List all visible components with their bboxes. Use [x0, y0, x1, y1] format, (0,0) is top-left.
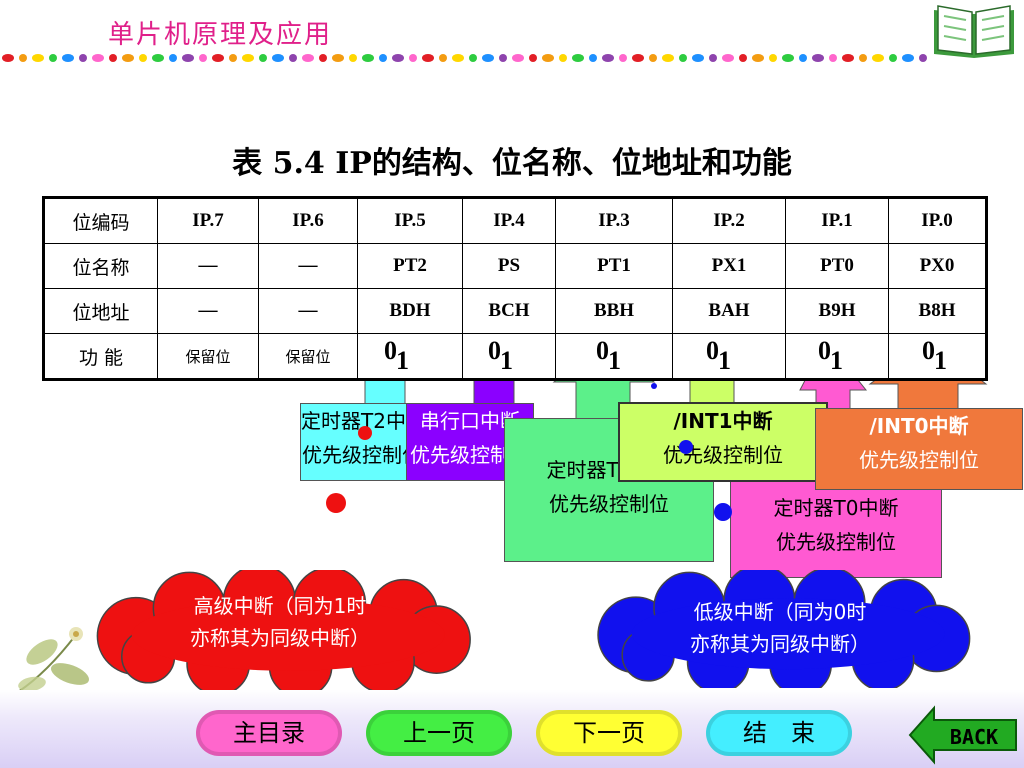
bit-value-zero: 0: [384, 336, 397, 365]
table-cell: 保留位: [157, 333, 259, 380]
int1-priority-box: /INT1中断 优先级控制位: [618, 402, 828, 482]
table-cell: PT0: [785, 243, 889, 289]
high-priority-line2: 亦称其为同级中断）: [190, 626, 370, 650]
blue-bullet: [651, 383, 657, 389]
table-cell: BAH: [672, 288, 786, 334]
blue-bullet: [714, 503, 732, 521]
low-priority-line1: 低级中断（同为0时: [693, 600, 867, 624]
table-cell: —: [258, 288, 358, 334]
t0-priority-line2: 优先级控制位: [776, 530, 896, 554]
table-cell: IP.6: [258, 197, 358, 244]
back-button[interactable]: BACK: [908, 704, 1020, 766]
prev-page-button[interactable]: 上一页: [366, 710, 512, 756]
int0-priority-box: /INT0中断 优先级控制位: [815, 408, 1023, 490]
table-row-function: 功 能保留位保留位: [43, 333, 987, 380]
table-cell: —: [157, 288, 259, 334]
table-cell: [357, 333, 463, 380]
bit-value-zero: 0: [818, 336, 831, 365]
bit-value-one: 1: [934, 346, 947, 375]
table-cell: IP.0: [888, 197, 987, 244]
serial-priority-line1: 串行口中断: [420, 409, 520, 433]
table-cell: B9H: [785, 288, 889, 334]
open-book-icon: [934, 5, 1014, 58]
low-priority-cloud-text: 低级中断（同为0时 亦称其为同级中断）: [574, 596, 986, 660]
t1-priority-line2: 优先级控制位: [549, 492, 669, 516]
leaf-decoration-icon: [17, 627, 90, 693]
table-cell: —: [157, 243, 259, 289]
int0-priority-line1: /INT0中断: [869, 414, 969, 438]
table-cell: BBH: [555, 288, 673, 334]
bit-value-one: 1: [500, 346, 513, 375]
row-header-function: 功 能: [43, 333, 158, 380]
next-page-button[interactable]: 下一页: [536, 710, 682, 756]
table-cell: B8H: [888, 288, 987, 334]
red-bullet: [326, 493, 346, 513]
table-cell: [888, 333, 987, 380]
bit-value-zero: 0: [488, 336, 501, 365]
table-cell: [785, 333, 889, 380]
row-header-bit-address: 位地址: [43, 288, 158, 334]
table-cell: PS: [462, 243, 556, 289]
table-cell: IP.1: [785, 197, 889, 244]
bit-value-zero: 0: [706, 336, 719, 365]
table-cell: [672, 333, 786, 380]
high-priority-line1: 高级中断（同为1时: [193, 594, 367, 618]
table-cell: PT2: [357, 243, 463, 289]
back-button-label: BACK: [950, 725, 998, 749]
low-priority-cloud: [597, 570, 971, 688]
bit-value-one: 1: [608, 346, 621, 375]
t2-priority-box: 定时器T2中断 优先级控制位: [300, 403, 424, 481]
end-button[interactable]: 结 束: [706, 710, 852, 756]
table-cell: IP.4: [462, 197, 556, 244]
red-bullet: [358, 426, 372, 440]
row-header-bit-name: 位名称: [43, 243, 158, 289]
bottom-bar: [0, 690, 1024, 768]
header-title: 单片机原理及应用: [108, 20, 333, 50]
row-header-bit-code: 位编码: [43, 197, 158, 244]
table-cell: IP.2: [672, 197, 786, 244]
low-priority-line2: 亦称其为同级中断）: [690, 632, 870, 656]
int1-priority-line2: 优先级控制位: [663, 443, 783, 467]
table-cell: IP.5: [357, 197, 463, 244]
table-cell: BCH: [462, 288, 556, 334]
bit-value-one: 1: [718, 346, 731, 375]
table-cell: IP.7: [157, 197, 259, 244]
t0-priority-box: 定时器T0中断 优先级控制位: [730, 476, 942, 578]
high-priority-cloud-text: 高级中断（同为1时 亦称其为同级中断）: [74, 590, 486, 654]
int1-priority-line1: /INT1中断: [673, 409, 773, 433]
decorative-dot-divider: [2, 54, 927, 62]
home-button[interactable]: 主目录: [196, 710, 342, 756]
bit-value-one: 1: [830, 346, 843, 375]
int0-priority-line2: 优先级控制位: [859, 448, 979, 472]
bit-value-zero: 0: [596, 336, 609, 365]
table-cell: PT1: [555, 243, 673, 289]
table-cell: —: [258, 243, 358, 289]
table-cell: PX0: [888, 243, 987, 289]
bit-value-one: 1: [396, 346, 409, 375]
table-cell: 保留位: [258, 333, 358, 380]
t2-priority-line2: 优先级控制位: [302, 443, 422, 467]
table-cell: PX1: [672, 243, 786, 289]
bit-value-zero: 0: [922, 336, 935, 365]
t0-priority-line1: 定时器T0中断: [773, 496, 899, 520]
high-priority-cloud: [96, 570, 471, 690]
table-cell: [462, 333, 556, 380]
blue-bullet: [679, 440, 693, 454]
table-title: 表 5.4 IP的结构、位名称、位地址和功能: [232, 146, 792, 181]
table-cell: IP.3: [555, 197, 673, 244]
table-cell: BDH: [357, 288, 463, 334]
